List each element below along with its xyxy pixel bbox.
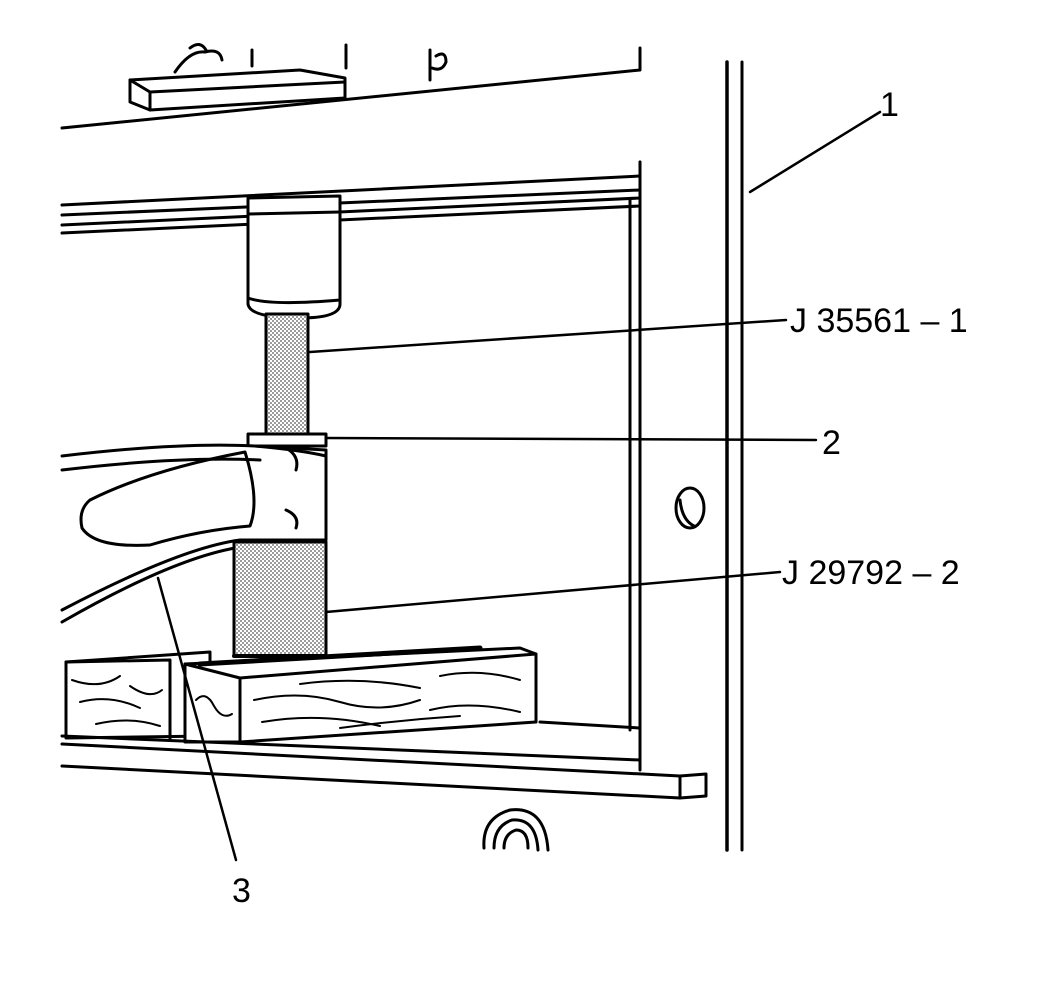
tool-j35561-1 <box>264 312 310 438</box>
leader-1 <box>748 110 882 194</box>
wood-blocks <box>64 645 538 744</box>
leader-2 <box>324 436 818 442</box>
press-frame-column <box>628 60 744 852</box>
part-2-ring <box>246 432 328 448</box>
leader-3 <box>156 576 238 862</box>
part-3-knuckle <box>60 443 328 624</box>
leader-tool-upper <box>308 318 788 354</box>
callout-1: 1 <box>880 86 899 124</box>
tool-j29792-2 <box>232 540 328 658</box>
callout-2: 2 <box>822 424 841 462</box>
callout-tool-j29792-2: J 29792 – 2 <box>782 554 960 592</box>
leader-tool-lower <box>324 570 782 614</box>
callout-tool-j35561-1: J 35561 – 1 <box>790 302 968 340</box>
press-top-plate <box>60 43 642 130</box>
leader-lines <box>156 110 882 862</box>
callout-3: 3 <box>232 872 251 910</box>
press-ram <box>246 194 342 320</box>
press-bolt <box>482 808 550 852</box>
press-bed-rail <box>60 720 708 800</box>
press-upper-rail <box>60 160 642 235</box>
